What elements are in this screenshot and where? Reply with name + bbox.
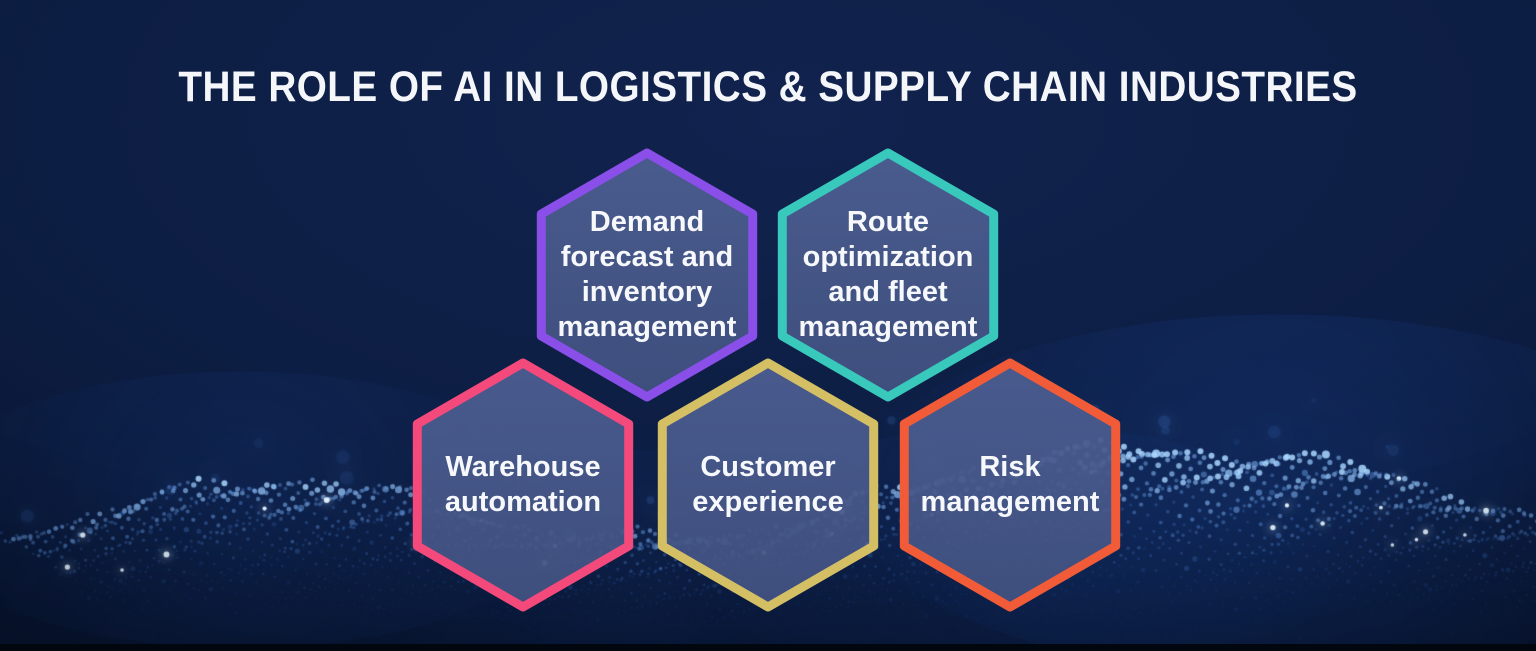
- hexagon-label-warehouse-automation: Warehouse automation: [418, 395, 628, 575]
- hexagon-label-demand-forecast: Demand forecast and inventory management: [542, 185, 752, 365]
- hexagon-label-text: Route optimization and fleet management: [798, 206, 978, 343]
- page-title: THE ROLE OF AI IN LOGISTICS & SUPPLY CHA…: [178, 63, 1358, 111]
- hexagon-label-text: Warehouse automation: [444, 451, 602, 518]
- hexagon-label-customer-experience: Customer experience: [663, 395, 873, 575]
- hexagon-label-text: Demand forecast and inventory management: [557, 206, 737, 343]
- hexagon-label-text: Risk management: [920, 451, 1100, 518]
- hexagon-label-route-optimization: Route optimization and fleet management: [783, 185, 993, 365]
- hexagon-label-text: Customer experience: [692, 451, 844, 518]
- hexagon-label-risk-management: Risk management: [905, 395, 1115, 575]
